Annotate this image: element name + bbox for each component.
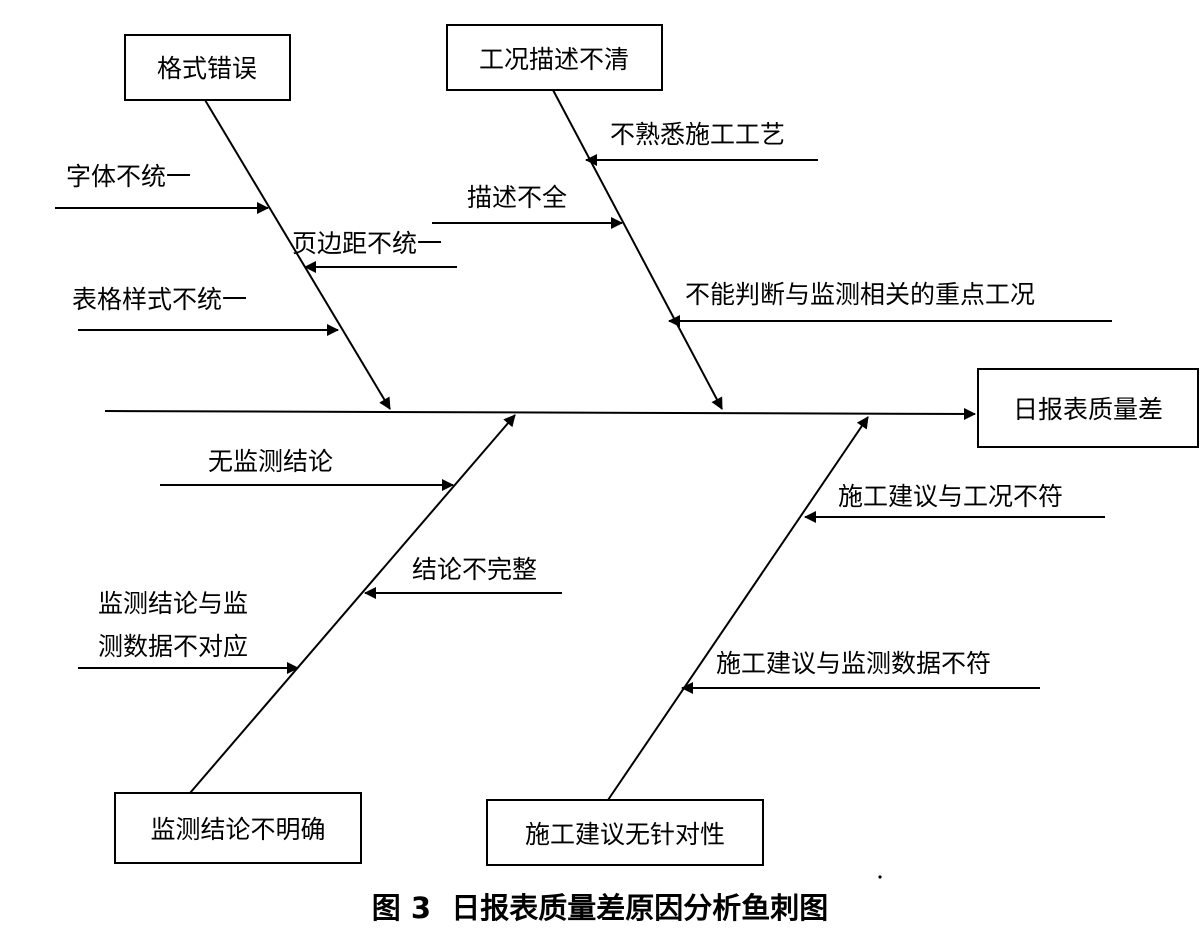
cause-label-data-mismatch-line1: 监测结论与监: [98, 589, 248, 618]
cause-label-margin: 页边距不统一: [292, 229, 442, 258]
cause-label-incomplete: 描述不全: [467, 183, 567, 212]
cause-label-font: 字体不统一: [66, 162, 191, 191]
bone-condition-unclear: [552, 89, 723, 410]
cause-label-data-mismatch-line2: 测数据不对应: [98, 632, 248, 661]
bone-format-error: [204, 99, 391, 410]
main-spine: [104, 407, 976, 420]
cause-label-no-conclusion: 无监测结论: [208, 447, 333, 476]
category-label-conclusion-unclear: 监测结论不明确: [150, 815, 325, 844]
figure-caption: 图 3 日报表质量差原因分析鱼刺图: [372, 891, 828, 925]
category-label-suggestion-untargeted: 施工建议无针对性: [525, 820, 725, 849]
cause-label-incomplete-conclusion: 结论不完整: [412, 555, 537, 584]
bone-conclusion-unclear: [189, 414, 516, 794]
cause-label-key-condition: 不能判断与监测相关的重点工况: [685, 280, 1035, 309]
effect-box: [977, 368, 1199, 448]
category-box-suggestion-untargeted: [486, 799, 764, 866]
cause-label-table-style: 表格样式不统一: [72, 285, 247, 314]
category-label-format-error: 格式错误: [157, 54, 257, 83]
category-box-format-error: [124, 34, 291, 101]
category-box-condition-unclear: [446, 24, 663, 91]
category-label-condition-unclear: 工况描述不清: [479, 45, 629, 74]
bone-suggestion-untargeted: [607, 416, 869, 801]
stray-dot: [878, 875, 882, 879]
cause-label-monitoring-mismatch: 施工建议与监测数据不符: [716, 649, 991, 678]
category-box-conclusion-unclear: [114, 792, 362, 864]
cause-label-process: 不熟悉施工工艺: [610, 120, 785, 149]
cause-label-condition-mismatch: 施工建议与工况不符: [838, 482, 1063, 511]
effect-label: 日报表质量差: [1013, 395, 1163, 424]
